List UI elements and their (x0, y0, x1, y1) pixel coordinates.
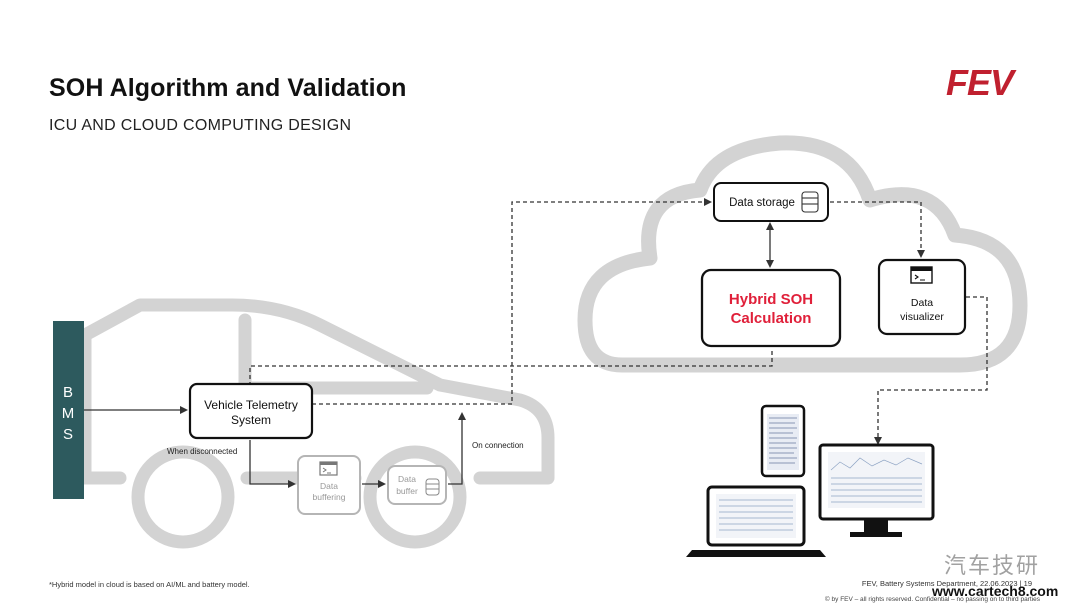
watermark-cn: 汽车技研 (944, 553, 1041, 578)
hybrid-soh-label-2: Calculation (731, 310, 812, 327)
data-buffering-label-1: Data (320, 481, 338, 491)
data-buffering-label-2: buffering (313, 492, 346, 502)
smartphone-icon (760, 404, 806, 478)
watermark-url: www.cartech8.com (932, 583, 1059, 599)
data-storage-box (713, 182, 829, 222)
data-visualizer-label-1: Data (911, 297, 933, 309)
database-icon (425, 478, 440, 496)
laptop-icon (686, 485, 826, 557)
data-buffer-label-1: Data (398, 474, 416, 484)
hybrid-soh-label-1: Hybrid SOH (729, 291, 813, 308)
telemetry-label-2: System (231, 413, 271, 427)
telemetry-label-1: Vehicle Telemetry (204, 398, 298, 412)
footer-copyright: © by FEV – all rights reserved. Confiden… (824, 596, 1040, 603)
data-buffer-label-2: buffer (396, 486, 418, 496)
terminal-icon (910, 266, 933, 284)
connector-lines (84, 198, 988, 488)
footer-department: FEV, Battery Systems Department, 22.06.2… (861, 579, 1032, 588)
data-storage-label: Data storage (729, 197, 795, 209)
bms-letter-s: S (63, 426, 73, 443)
page-title: SOH Algorithm and Validation (49, 74, 407, 102)
data-visualizer-label-2: visualizer (900, 311, 944, 323)
telemetry-box (188, 382, 314, 440)
page-subtitle: ICU AND CLOUD COMPUTING DESIGN (49, 117, 352, 134)
bms-bar (53, 321, 84, 499)
bms-letter-b: B (63, 384, 73, 401)
desktop-monitor-icon (818, 443, 935, 537)
footnote: *Hybrid model in cloud is based on AI/ML… (49, 580, 250, 589)
bms-letter-m: M (62, 405, 75, 422)
terminal-icon (319, 461, 338, 476)
on-connection-label: On connection (472, 441, 524, 450)
hybrid-soh-box (700, 268, 842, 348)
database-icon (801, 191, 819, 213)
cloud-outline-icon (577, 135, 1028, 373)
data-buffering-box (297, 455, 361, 515)
when-disconnected-label: When disconnected (167, 447, 237, 456)
data-buffer-box (387, 465, 447, 505)
data-visualizer-box (877, 258, 967, 336)
fev-logo: FEV (946, 62, 1014, 103)
